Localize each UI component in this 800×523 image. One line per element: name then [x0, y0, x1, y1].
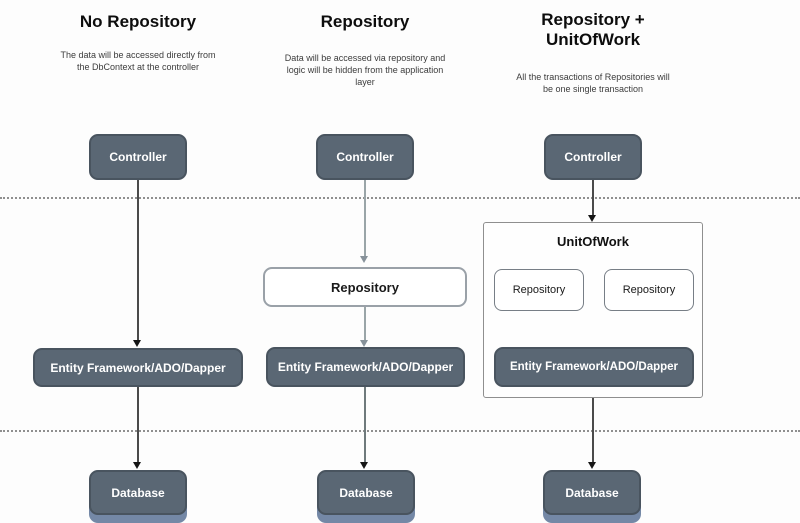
- column2-ef-node: Entity Framework/ADO/Dapper: [266, 347, 465, 387]
- column2-connector-controller-repository: [364, 180, 366, 256]
- column3-unitofwork-label: UnitOfWork: [557, 234, 629, 249]
- column3-repository1-label: Repository: [512, 284, 566, 296]
- column2-repository-node: Repository: [263, 267, 467, 307]
- column1-subtitle: The data will be accessed directly from …: [60, 50, 216, 73]
- column2-arrowhead-database: [360, 462, 368, 469]
- column2-database-node: Database: [317, 470, 415, 515]
- column2-title: Repository: [320, 12, 410, 31]
- column1-controller-node: Controller: [89, 134, 187, 180]
- column1-connector-ef-database: [137, 387, 139, 462]
- column2-subtitle: Data will be accessed via repository and…: [284, 53, 446, 88]
- column3-controller-label: Controller: [564, 150, 622, 164]
- column2-controller-node: Controller: [316, 134, 414, 180]
- column2-database-label: Database: [339, 485, 393, 500]
- column3-repository1-node: Repository: [494, 269, 584, 311]
- column1-title: No Repository: [79, 12, 197, 31]
- column2-arrowhead-repository: [360, 256, 368, 263]
- column3-repository2-label: Repository: [622, 284, 676, 296]
- column3-subtitle: All the transactions of Repositories wil…: [516, 72, 670, 95]
- column3-connector-controller-unitofwork: [592, 180, 594, 216]
- column3-ef-node: Entity Framework/ADO/Dapper: [494, 347, 694, 387]
- column3-connector-unitofwork-database: [592, 398, 594, 462]
- column3-title: Repository + UnitOfWork: [541, 10, 645, 49]
- column3-repository2-node: Repository: [604, 269, 694, 311]
- column2-repository-label: Repository: [331, 279, 399, 295]
- column1-ef-node: Entity Framework/ADO/Dapper: [33, 348, 243, 387]
- column3-ef-label: Entity Framework/ADO/Dapper: [509, 361, 679, 373]
- column3-arrowhead-unitofwork: [588, 215, 596, 222]
- layer-divider-bottom: [0, 430, 800, 432]
- column2-controller-label: Controller: [336, 150, 394, 164]
- column1-controller-label: Controller: [109, 150, 167, 164]
- column1-arrowhead-ef: [133, 340, 141, 347]
- column3-controller-node: Controller: [544, 134, 642, 180]
- column2-arrowhead-ef: [360, 340, 368, 347]
- column1-database-node: Database: [89, 470, 187, 515]
- layer-divider-top: [0, 197, 800, 199]
- column3-database-node: Database: [543, 470, 641, 515]
- column1-database-label: Database: [111, 485, 165, 500]
- column2-connector-ef-database: [364, 387, 366, 462]
- column3-database-label: Database: [565, 485, 619, 500]
- column1-ef-label: Entity Framework/ADO/Dapper: [50, 360, 226, 375]
- column3-unitofwork-container: UnitOfWork Repository Repository Entity …: [483, 222, 703, 398]
- column2-connector-repository-ef: [364, 307, 366, 340]
- column2-ef-label: Entity Framework/ADO/Dapper: [277, 360, 454, 374]
- column3-arrowhead-database: [588, 462, 596, 469]
- column1-connector-controller-ef: [137, 180, 139, 341]
- column1-arrowhead-database: [133, 462, 141, 469]
